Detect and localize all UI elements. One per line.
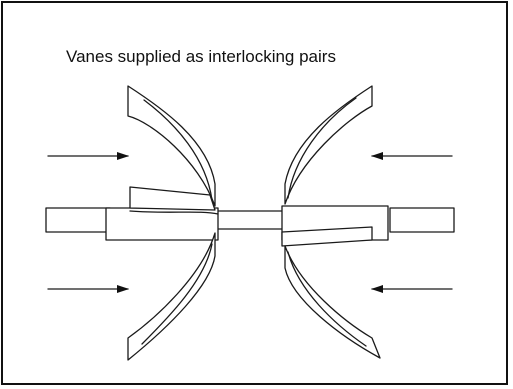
- vane-lower-right-edge: [287, 251, 367, 347]
- vane-tab-upper-left: [129, 186, 216, 211]
- collar-left: [105, 207, 219, 241]
- vane-upper-right-edge: [287, 97, 357, 199]
- vane-upper-left-blade: [127, 85, 216, 207]
- center-tube: [214, 210, 286, 230]
- figure-caption: Vanes supplied as interlocking pairs: [66, 47, 336, 66]
- vane-upper-right-blade: [284, 85, 373, 205]
- flow-arrows: [47, 152, 453, 293]
- collar-left-twist: [129, 210, 219, 215]
- vane-tab-lower-right: [281, 226, 373, 247]
- shaft-right: [389, 207, 455, 233]
- vane-lower-left-blade: [127, 232, 216, 361]
- figure-frame: [1, 1, 508, 385]
- shaft-left: [45, 207, 111, 233]
- vane-lower-right-blade: [284, 245, 381, 359]
- vane-lower-left-edge: [141, 243, 213, 345]
- vane-upper-left-edge: [143, 99, 213, 201]
